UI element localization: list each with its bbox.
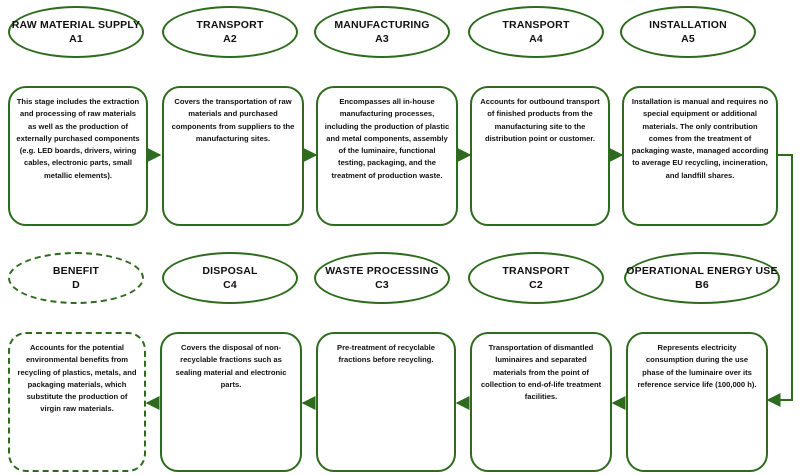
stage-d: BENEFIT D [8, 252, 144, 304]
stage-name: INSTALLATION [649, 18, 727, 31]
stage-code: A2 [223, 33, 237, 45]
stage-code: A4 [529, 33, 543, 45]
description-a3: Encompasses all in-house manufacturing p… [316, 86, 458, 226]
description-a4: Accounts for outbound transport of finis… [470, 86, 610, 226]
stage-a3: MANUFACTURING A3 [314, 6, 450, 58]
stage-name: TRANSPORT [196, 18, 264, 31]
stage-a4: TRANSPORT A4 [468, 6, 604, 58]
description-d: Accounts for the potential environmental… [8, 332, 146, 472]
stage-name: TRANSPORT [502, 18, 570, 31]
stage-code: D [72, 279, 80, 291]
stage-b6: OPERATIONAL ENERGY USE B6 [624, 252, 780, 304]
stage-name: OPERATIONAL ENERGY USE [626, 264, 778, 277]
stage-c3: WASTE PROCESSING C3 [314, 252, 450, 304]
stage-c4: DISPOSAL C4 [162, 252, 298, 304]
stage-name: BENEFIT [52, 264, 100, 277]
stage-a1: RAW MATERIAL SUPPLY A1 [8, 6, 144, 58]
stage-a2: TRANSPORT A2 [162, 6, 298, 58]
stage-code: A1 [69, 33, 83, 45]
description-c2: Transportation of dismantled luminaires … [470, 332, 612, 472]
stage-code: A3 [375, 33, 389, 45]
stage-a5: INSTALLATION A5 [620, 6, 756, 58]
stage-code: A5 [681, 33, 695, 45]
description-c3: Pre-treatment of recyclable fractions be… [316, 332, 456, 472]
description-a2: Covers the transportation of raw materia… [162, 86, 304, 226]
stage-name: WASTE PROCESSING [325, 264, 439, 277]
description-a5: Installation is manual and requires no s… [622, 86, 778, 226]
arrow-a5-b6 [766, 154, 793, 407]
stage-name: DISPOSAL [202, 264, 258, 277]
stage-code: C4 [223, 279, 237, 291]
stage-code: C2 [529, 279, 543, 291]
description-a1: This stage includes the extraction and p… [8, 86, 148, 226]
stage-name: RAW MATERIAL SUPPLY [11, 18, 141, 31]
stage-name: TRANSPORT [502, 264, 570, 277]
stage-code: B6 [695, 279, 709, 291]
stage-name: MANUFACTURING [334, 18, 430, 31]
stage-code: C3 [375, 279, 389, 291]
description-c4: Covers the disposal of non-recyclable fr… [160, 332, 302, 472]
description-b6: Represents electricity consumption durin… [626, 332, 768, 472]
stage-c2: TRANSPORT C2 [468, 252, 604, 304]
